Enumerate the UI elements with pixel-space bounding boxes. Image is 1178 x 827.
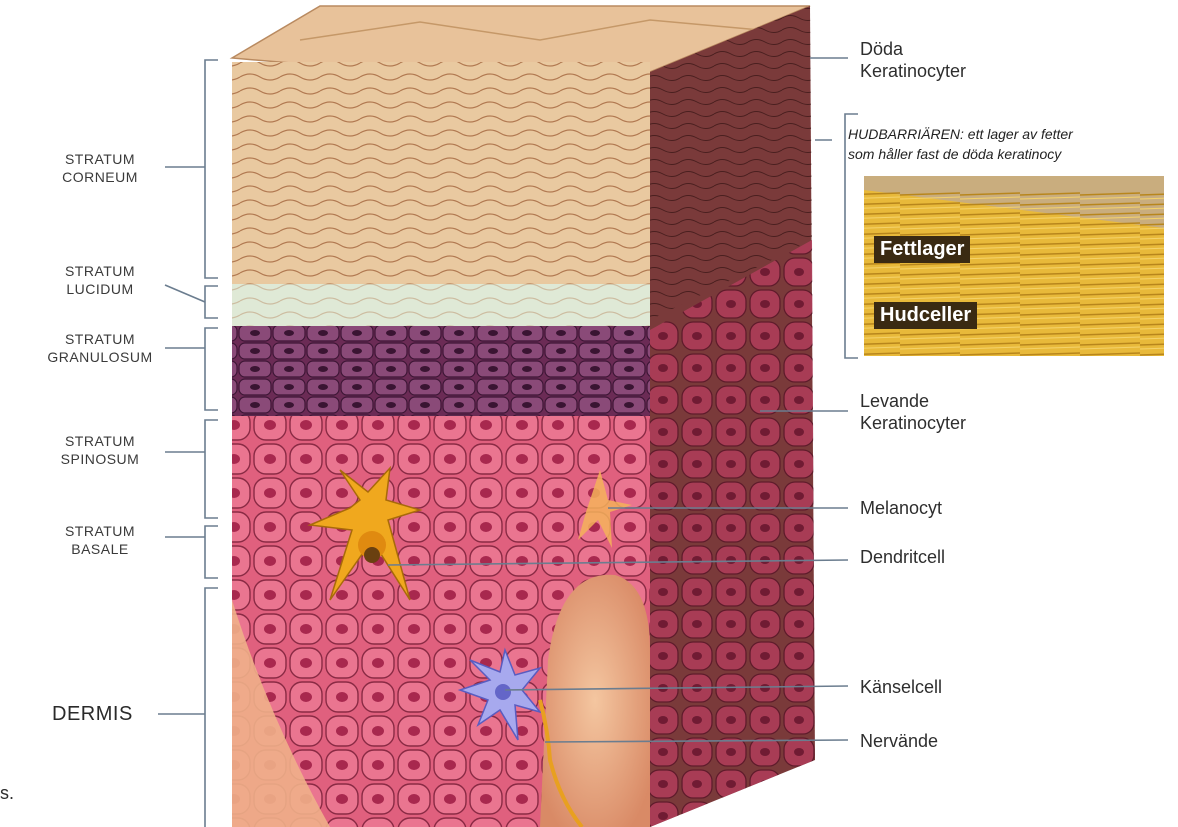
label-dermis: DERMIS (52, 703, 133, 726)
label-dendritic-cell: Dendritcell (860, 546, 945, 568)
barrier-caption: HUDBARRIÄREN: ett lager av fetter som hå… (848, 124, 1168, 164)
barrier-caption-line1: HUDBARRIÄREN: ett lager av fetter (848, 124, 1168, 144)
label-living-keratinocytes-line2: Keratinocyter (860, 412, 966, 434)
label-living-keratinocytes: Levande Keratinocyter (860, 390, 966, 434)
lucidum-texture (232, 284, 650, 326)
corneum-texture (232, 62, 650, 284)
block-side-cells (650, 240, 815, 827)
tag-fat-layer: Fettlager (874, 236, 970, 263)
label-stratum-granulosum-line1: STRATUM (40, 330, 160, 348)
label-sensory-cell: Känselcell (860, 676, 942, 698)
label-melanocyte: Melanocyt (860, 497, 942, 519)
label-stratum-corneum: STRATUM CORNEUM (40, 150, 160, 186)
label-dead-keratinocytes: Döda Keratinocyter (860, 38, 966, 82)
tag-skin-cells: Hudceller (874, 302, 977, 329)
label-stratum-basale: STRATUM BASALE (40, 522, 160, 558)
label-stratum-basale-line2: BASALE (40, 540, 160, 558)
label-stratum-lucidum-line1: STRATUM (40, 262, 160, 280)
label-stratum-spinosum-line1: STRATUM (40, 432, 160, 450)
edge-text-fragment: s. (0, 782, 14, 804)
label-stratum-corneum-line1: STRATUM (40, 150, 160, 168)
label-stratum-corneum-line2: CORNEUM (40, 168, 160, 186)
label-dead-keratinocytes-line1: Döda (860, 38, 966, 60)
granulosum-cells (232, 326, 650, 416)
label-nerve-ending: Nervände (860, 730, 938, 752)
barrier-caption-line2: som håller fast de döda keratinocy (848, 144, 1168, 164)
barrier-inset-lines (864, 190, 1164, 356)
label-stratum-basale-line1: STRATUM (40, 522, 160, 540)
label-stratum-lucidum-line2: LUCIDUM (40, 280, 160, 298)
label-stratum-spinosum: STRATUM SPINOSUM (40, 432, 160, 468)
label-stratum-lucidum: STRATUM LUCIDUM (40, 262, 160, 298)
layer-brackets (158, 60, 218, 827)
label-living-keratinocytes-line1: Levande (860, 390, 966, 412)
label-stratum-spinosum-line2: SPINOSUM (40, 450, 160, 468)
label-stratum-granulosum-line2: GRANULOSUM (40, 348, 160, 366)
label-stratum-granulosum: STRATUM GRANULOSUM (40, 330, 160, 366)
label-dead-keratinocytes-line2: Keratinocyter (860, 60, 966, 82)
